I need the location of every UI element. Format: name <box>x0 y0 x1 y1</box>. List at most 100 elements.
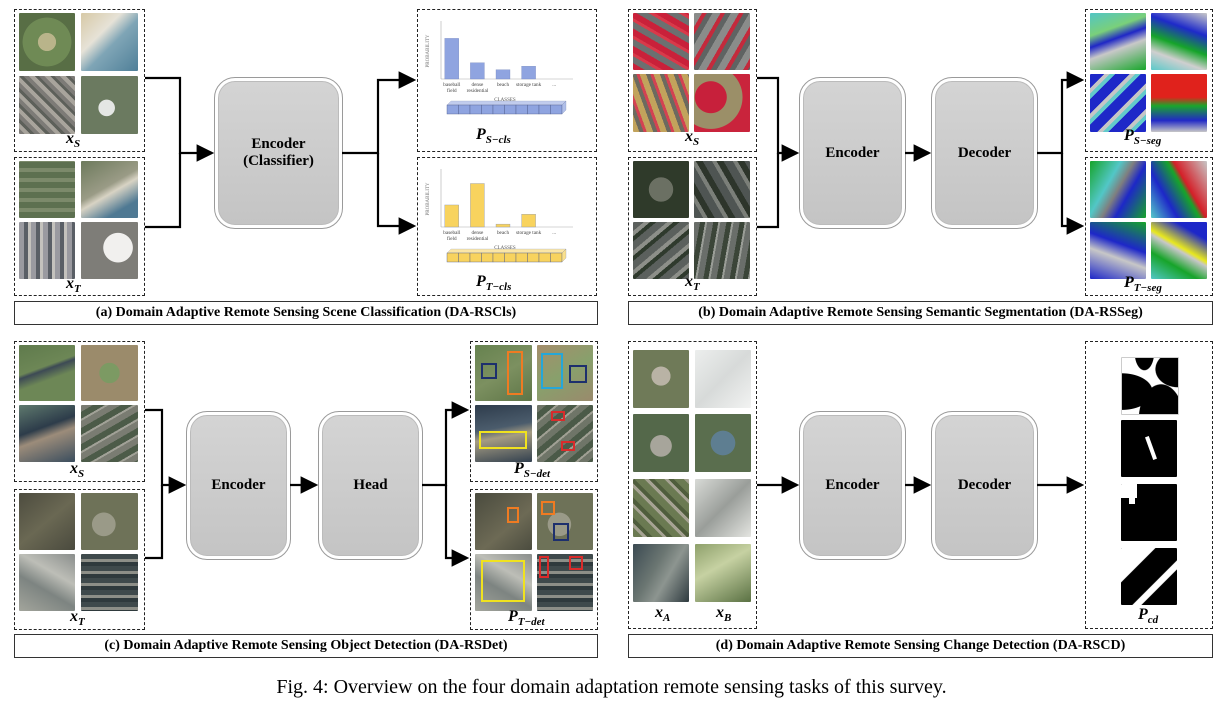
class-vector-cell <box>481 252 494 263</box>
class-vector-cell <box>504 252 517 263</box>
source-image-3 <box>633 74 689 132</box>
image-b-3 <box>695 479 751 537</box>
class-vector-cell <box>469 252 482 263</box>
label-p-t-det: PT−det <box>508 608 545 629</box>
class-vector-cell <box>550 252 563 263</box>
source-probability-chart: PROBABILITYbaseballfielddenseresidential… <box>426 21 573 115</box>
bar <box>444 204 459 228</box>
label-x-t: xT <box>66 275 81 296</box>
panel-a-source-images <box>14 9 145 152</box>
x-axis-label: CLASSES <box>494 98 516 103</box>
det-image-5 <box>475 493 532 550</box>
arrow-b-tgt <box>757 153 780 229</box>
seg-map-1 <box>1090 13 1146 70</box>
change-detection-output-box <box>1085 341 1213 629</box>
label-p-s-seg: PS−seg <box>1124 127 1162 148</box>
class-vector-cell <box>527 252 540 263</box>
image-a-1 <box>633 350 689 408</box>
tick-label: field <box>447 87 457 94</box>
caption-c: (c) Domain Adaptive Remote Sensing Objec… <box>14 634 598 658</box>
tick-label: ... <box>552 230 556 236</box>
bar <box>495 69 511 80</box>
label-x-t: xT <box>685 273 700 294</box>
det-image-4 <box>537 405 593 462</box>
source-image-3 <box>19 405 75 462</box>
target-image-2 <box>694 161 750 218</box>
label-x-s: xS <box>685 128 700 149</box>
det-image-2 <box>537 345 593 401</box>
bbox <box>481 363 497 379</box>
label-x-a: xA <box>655 604 671 625</box>
change-region <box>1121 484 1137 498</box>
bbox <box>569 365 587 383</box>
bbox <box>569 556 583 570</box>
bar <box>470 62 485 80</box>
bbox <box>561 441 575 451</box>
arrow-a-src <box>145 76 215 162</box>
y-axis-label: PROBABILITY <box>426 182 431 215</box>
det-image-6 <box>537 493 593 550</box>
bbox <box>507 507 519 523</box>
label-x-s: xS <box>70 460 85 481</box>
source-image-1 <box>19 345 75 401</box>
change-region <box>1129 498 1135 504</box>
class-vector-cell <box>446 104 459 115</box>
source-image-1 <box>633 13 689 70</box>
image-a-3 <box>633 479 689 537</box>
seg-map-3 <box>1090 74 1146 132</box>
x-axis-label: CLASSES <box>494 246 516 251</box>
class-vector-top <box>446 248 567 254</box>
class-vector-cell <box>458 104 471 115</box>
class-vector-cell <box>515 104 528 115</box>
bbox <box>481 560 525 602</box>
target-image-4 <box>694 222 750 279</box>
target-image-2 <box>81 161 138 218</box>
tick-label: residential <box>467 236 489 242</box>
caption-d: (d) Domain Adaptive Remote Sensing Chang… <box>628 634 1213 658</box>
source-detection-output-box <box>470 341 598 482</box>
source-image-4 <box>81 76 138 134</box>
arrow-c-out-tgt <box>444 485 470 567</box>
change-region <box>1122 358 1178 414</box>
panel-a-target-images <box>14 157 145 296</box>
arrow-c-tgt <box>145 485 164 560</box>
label-p-s-det: PS−det <box>514 460 551 481</box>
encoder-block: Encoder <box>186 411 291 560</box>
arrow-c-out-src <box>422 401 470 487</box>
class-vector-cell <box>492 104 505 115</box>
tick-label: storage tank <box>516 230 542 236</box>
encoder-classifier-block: Encoder(Classifier) <box>214 77 343 229</box>
target-image-1 <box>633 161 689 218</box>
panel-b-target-images <box>628 157 757 296</box>
class-vector-cell <box>527 104 540 115</box>
label-x-s: xS <box>66 130 81 151</box>
target-image-4 <box>81 554 138 611</box>
bar <box>521 214 536 228</box>
bbox <box>553 523 569 541</box>
arrow-b-out-src <box>1037 71 1085 155</box>
seg-map-7 <box>1090 222 1146 279</box>
source-image-1 <box>19 13 75 71</box>
tick-label: baseball <box>443 82 461 88</box>
head-block: Head <box>318 411 423 560</box>
target-image-1 <box>19 161 75 218</box>
bbox <box>541 353 563 389</box>
bbox <box>479 431 527 449</box>
source-image-4 <box>81 405 138 462</box>
target-image-3 <box>19 554 75 611</box>
arrow-a-out-tgt <box>376 153 417 235</box>
change-map-4 <box>1121 548 1177 605</box>
arrow-b-out-tgt <box>1060 153 1085 235</box>
tick-label: field <box>447 235 457 242</box>
image-a-4 <box>633 544 689 602</box>
figure-caption: Fig. 4: Overview on the four domain adap… <box>276 676 947 698</box>
tick-label: storage tank <box>516 82 542 88</box>
target-segmentation-output-box <box>1085 157 1213 296</box>
class-vector-cell <box>538 104 551 115</box>
label-p-s-cls: PS−cls <box>476 126 511 147</box>
target-image-1 <box>19 493 75 550</box>
tick-label: baseball <box>443 230 461 236</box>
target-probability-chart: PROBABILITYbaseballfielddenseresidential… <box>426 169 573 263</box>
